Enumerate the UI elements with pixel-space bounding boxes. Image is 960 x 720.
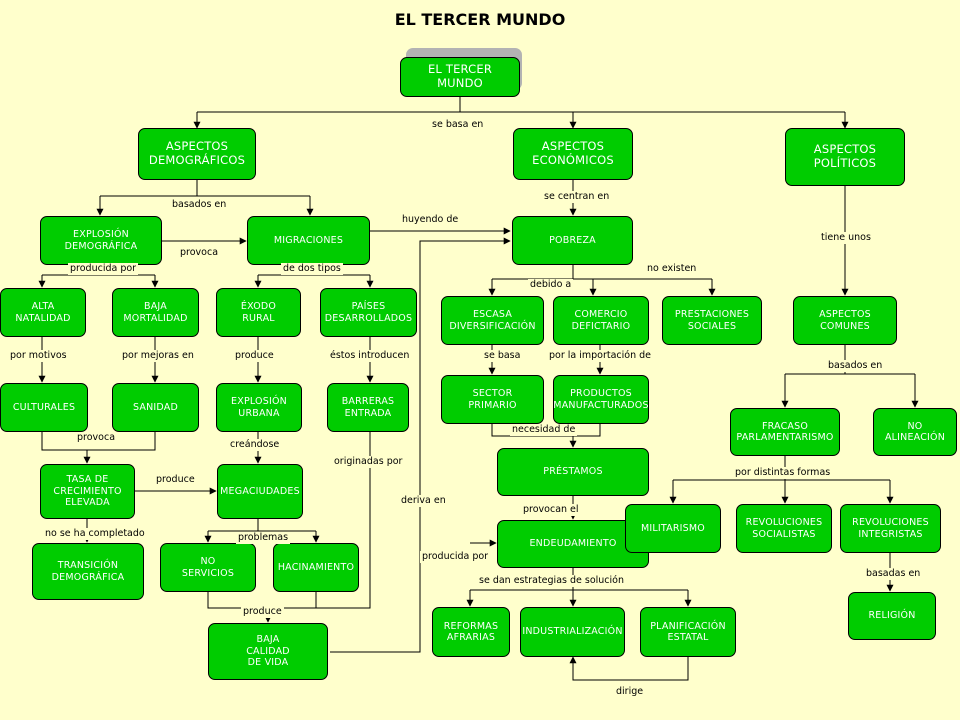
node-paises-desarrollados[interactable]: PAÍSES DESARROLLADOS: [320, 288, 417, 337]
node-militarismo[interactable]: MILITARISMO: [625, 504, 721, 553]
label-se-basa-en: se basa en: [430, 119, 486, 131]
node-aspectos-economicos[interactable]: ASPECTOS ECONÓMICOS: [513, 128, 633, 180]
label-de-dos-tipos: de dos tipos: [281, 263, 343, 275]
label-debido-a: debido a: [528, 279, 574, 291]
label-no-se-ha-completado: no se ha completado: [43, 528, 147, 540]
label-dirige: dirige: [614, 686, 646, 698]
label-produce-1: produce: [233, 350, 276, 362]
node-alta-natalidad[interactable]: ALTA NATALIDAD: [0, 288, 86, 337]
node-prestaciones-sociales[interactable]: PRESTACIONES SOCIALES: [662, 296, 762, 345]
node-explosion-urbana[interactable]: EXPLOSIÓN URBANA: [216, 383, 302, 432]
label-provoca-1: provoca: [178, 247, 221, 259]
label-deriva-en: deriva en: [399, 495, 448, 507]
node-revoluciones-socialistas[interactable]: REVOLUCIONES SOCIALISTAS: [736, 504, 832, 553]
label-por-distintas-formas: por distintas formas: [733, 467, 833, 479]
node-sector-primario[interactable]: SECTOR PRIMARIO: [441, 375, 544, 424]
label-producida-por-1: producida por: [68, 263, 139, 275]
node-megaciudades[interactable]: MEGACIUDADES: [217, 464, 303, 519]
label-por-motivos: por motivos: [8, 350, 69, 362]
node-industrializacion[interactable]: INDUSTRIALIZACIÓN: [520, 607, 625, 657]
node-exodo-rural[interactable]: ÉXODO RURAL: [216, 288, 301, 337]
node-comercio-deficitario[interactable]: COMERCIO DEFICTARIO: [553, 296, 649, 345]
node-religion[interactable]: RELIGIÓN: [848, 592, 936, 640]
node-barreras-entrada[interactable]: BARRERAS ENTRADA: [327, 383, 409, 432]
node-migraciones[interactable]: MIGRACIONES: [247, 216, 370, 265]
label-no-existen: no existen: [645, 263, 699, 275]
label-basadas-en: basadas en: [864, 568, 923, 580]
label-producida-por-2: producida por: [420, 551, 491, 563]
label-estos-introducen: éstos introducen: [328, 350, 412, 362]
label-por-la-importacion-de: por la importación de: [547, 350, 654, 362]
node-fracaso-parlamentarismo[interactable]: FRACASO PARLAMENTARISMO: [730, 408, 840, 456]
label-tiene-unos: tiene unos: [819, 232, 873, 244]
node-no-servicios[interactable]: NO SERVICIOS: [160, 543, 256, 592]
node-aspectos-politicos[interactable]: ASPECTOS POLÍTICOS: [785, 128, 905, 186]
node-aspectos-comunes[interactable]: ASPECTOS COMUNES: [793, 296, 897, 345]
label-provocan-el: provocan el: [521, 504, 581, 516]
label-problemas: problemas: [236, 532, 291, 544]
node-pobreza[interactable]: POBREZA: [512, 216, 633, 265]
label-originadas-por: originadas por: [332, 456, 405, 468]
node-baja-mortalidad[interactable]: BAJA MORTALIDAD: [112, 288, 199, 337]
label-basados-en: basados en: [170, 199, 229, 211]
node-planificacion-estatal[interactable]: PLANIFICACIÓN ESTATAL: [640, 607, 736, 657]
label-se-dan-estrategias: se dan estrategias de solución: [477, 575, 626, 587]
node-productos-manufacturados[interactable]: PRODUCTOS MANUFACTURADOS: [553, 375, 649, 424]
label-necesidad-de: necesidad de: [510, 424, 578, 436]
node-sanidad[interactable]: SANIDAD: [112, 383, 199, 432]
node-aspectos-demograficos[interactable]: ASPECTOS DEMOGRÁFICOS: [138, 128, 256, 180]
node-revoluciones-integristas[interactable]: REVOLUCIONES INTEGRISTAS: [840, 504, 941, 553]
label-se-centran-en: se centran en: [542, 191, 612, 203]
node-hacinamiento[interactable]: HACINAMIENTO: [273, 543, 359, 592]
label-produce-2: produce: [154, 474, 197, 486]
label-por-mejoras-en: por mejoras en: [120, 350, 196, 362]
label-provoca-2: provoca: [75, 432, 118, 444]
node-explosion-demografica[interactable]: EXPLOSIÓN DEMOGRÁFICA: [40, 216, 162, 265]
label-produce-3: produce: [241, 606, 284, 618]
node-escasa-diversificacion[interactable]: ESCASA DIVERSIFICACIÓN: [441, 296, 544, 345]
label-huyendo-de: huyendo de: [400, 214, 461, 226]
page-title: EL TERCER MUNDO: [394, 10, 566, 29]
node-no-alineacion[interactable]: NO ALINEACIÓN: [873, 408, 957, 456]
label-creandose: creándose: [228, 439, 282, 451]
label-basados-en-2: basados en: [826, 360, 885, 372]
node-reformas-agrarias[interactable]: REFORMAS AFRARIAS: [432, 607, 510, 657]
node-tasa-crecimiento[interactable]: TASA DE CRECIMIENTO ELEVADA: [40, 464, 135, 519]
node-endeudamiento[interactable]: ENDEUDAMIENTO: [497, 520, 649, 568]
node-transicion-demografica[interactable]: TRANSICIÓN DEMOGRÁFICA: [32, 543, 144, 600]
node-el-tercer-mundo[interactable]: EL TERCER MUNDO: [400, 57, 520, 97]
node-culturales[interactable]: CULTURALES: [0, 383, 88, 432]
node-baja-calidad-de-vida[interactable]: BAJA CALIDAD DE VIDA: [208, 623, 328, 680]
node-prestamos[interactable]: PRÉSTAMOS: [497, 448, 649, 496]
label-se-basa: se basa: [482, 350, 523, 362]
